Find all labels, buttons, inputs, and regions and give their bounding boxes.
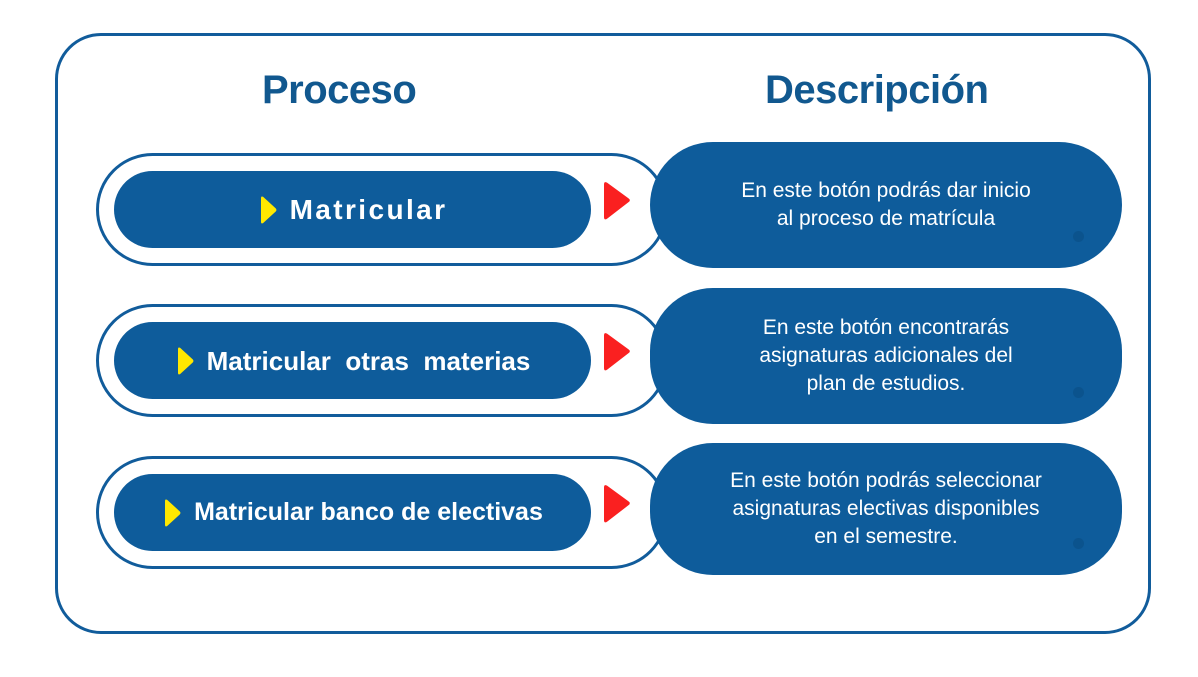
outer-frame [55,33,1151,634]
decorative-dot [1073,538,1084,549]
column-header-proceso: Proceso [262,68,417,112]
process-button-label: Matricular banco de electivas [194,498,543,526]
yellow-play-triangle-icon [177,346,194,374]
process-button-label: Matricular [289,193,448,225]
red-play-arrow-icon [604,333,630,371]
process-row: Matricular otras materias En este botón … [0,288,1198,451]
column-header-descripcion: Descripción [765,68,989,112]
process-row: Matricular banco de electivas En este bo… [0,443,1198,603]
decorative-dot [1073,387,1084,398]
process-button-label: Matricular otras materias [206,345,531,376]
process-button-matricular-otras-materias[interactable]: Matricular otras materias [114,322,591,399]
red-play-arrow-icon [604,182,630,220]
red-play-arrow-icon [604,485,630,523]
yellow-play-triangle-icon [165,498,181,526]
decorative-dot [1073,231,1084,242]
description-text: En este botón encontrarás asignaturas ad… [759,316,1013,395]
description-card: En este botón encontrarás asignaturas ad… [650,288,1122,424]
process-button-matricular-banco-de-electivas[interactable]: Matricular banco de electivas [114,474,591,551]
process-row: Matricular En este botón podrás dar inic… [0,140,1198,300]
process-button-matricular[interactable]: Matricular [114,171,591,248]
description-text: En este botón podrás dar inicio al proce… [741,179,1031,230]
description-text: En este botón podrás seleccionar asignat… [730,469,1042,548]
description-card: En este botón podrás dar inicio al proce… [650,142,1122,268]
description-card: En este botón podrás seleccionar asignat… [650,443,1122,575]
yellow-play-triangle-icon [260,195,277,223]
